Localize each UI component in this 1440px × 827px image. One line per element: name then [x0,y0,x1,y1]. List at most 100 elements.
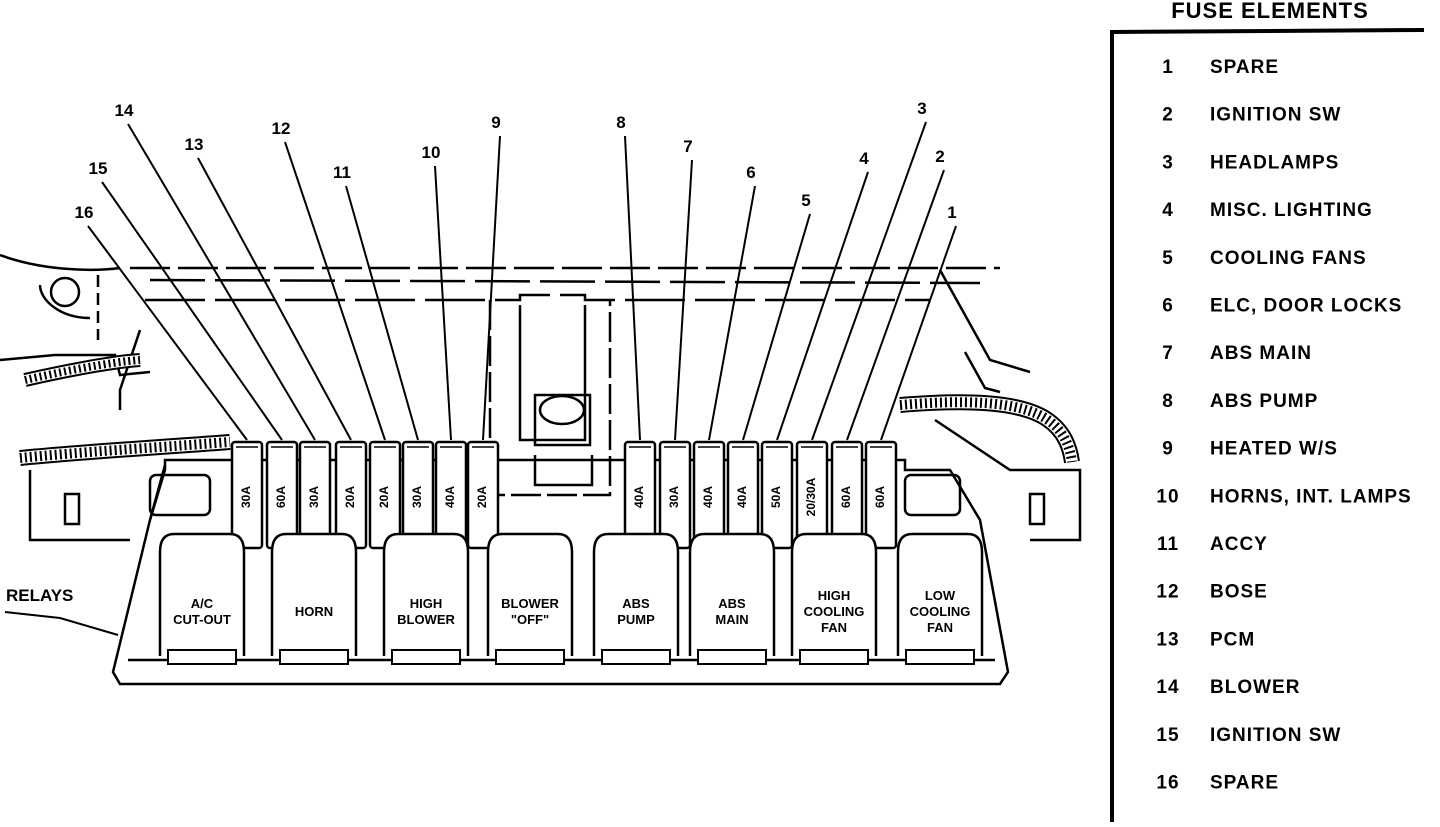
legend-item-label: BOSE [1210,582,1268,603]
fuse-callout: 8 [616,113,641,441]
fuse-rating: 60A [839,486,853,508]
fuse-callout-leader [708,185,756,441]
fuse-callout-number: 2 [935,147,944,166]
fuse-callout-number: 16 [75,203,94,222]
fuse-callout: 6 [708,163,756,441]
fuse: 40A [726,440,760,550]
fuse: 50A [760,440,794,550]
legend-item-label: IGNITION SW [1210,105,1341,126]
relay-label: LOW [925,588,956,603]
fuse: 30A [298,440,332,550]
relay-label: FAN [821,620,847,635]
fuse-body [466,440,500,550]
fuse: 60A [265,440,299,550]
fuse-callout-leader [811,121,927,441]
fuse-callout-number: 3 [917,99,926,118]
legend-item-label: SPARE [1210,57,1279,78]
fuse: 30A [230,440,264,550]
fuse-callout-leader [482,135,501,441]
fuse-callout-leader [846,169,945,441]
fuse-rating: 60A [873,486,887,508]
fuse-callout-number: 9 [491,113,500,132]
legend-item-number: 11 [1157,534,1179,555]
fuse-callout-number: 8 [616,113,625,132]
fuse-rating: 40A [632,486,646,508]
fuse-rating: 30A [667,486,681,508]
fuse-callout-number: 10 [422,143,441,162]
relays-callout: RELAYS [4,586,119,636]
relay-body [790,532,878,656]
legend-item-number: 9 [1162,439,1174,460]
fuse-rating: 30A [307,486,321,508]
legend-item-number: 15 [1156,725,1179,746]
relay-row: A/CCUT-OUTHORNHIGHBLOWERBLOWER"OFF"ABSPU… [158,532,984,665]
fuse: 30A [658,440,692,550]
fuse-callout-number: 15 [89,159,108,178]
fuse-rating: 20A [343,486,357,508]
fuse-rating: 20A [475,486,489,508]
relay-label: "OFF" [511,612,549,627]
relay-body [270,532,358,656]
relay-label: HORN [295,604,333,619]
legend-item-number: 7 [1162,343,1174,364]
fuse-callout-number: 11 [333,163,351,182]
fuse-callout-leader [880,225,957,441]
relay-label: COOLING [804,604,865,619]
fuse-callout-number: 6 [746,163,755,182]
relay-terminal [279,649,349,665]
fuse-callout: 14 [115,101,316,441]
legend-item-label: COOLING FANS [1210,248,1367,269]
fuse-callout: 13 [185,135,352,441]
legend-item-label: ACCY [1210,534,1268,555]
legend-item-label: MISC. LIGHTING [1210,200,1373,221]
wire-harness-right [899,394,1080,464]
fuse: 20A [466,440,500,550]
fuse: 60A [864,440,898,550]
relay-body [592,532,680,656]
legend-item: 1 SPARE [1162,57,1279,78]
legend-item-number: 16 [1156,773,1179,794]
fuse-callout: 15 [89,159,283,441]
legend-item-number: 10 [1156,486,1179,507]
fuse-callout-leader [197,157,352,441]
fuse-callout-number: 12 [272,119,291,138]
relay-label: HIGH [410,596,443,611]
relay-body [896,532,984,656]
fuse-callout: 2 [846,147,945,441]
fuse-callout: 11 [333,163,419,441]
fuse-callout-number: 1 [947,203,956,222]
relay-body [688,532,776,656]
fuse-rating: 40A [735,486,749,508]
legend-item-label: HEADLAMPS [1210,152,1339,173]
fuse-callout-number: 5 [801,191,810,210]
relay-label: PUMP [617,612,655,627]
fuse-callout: 5 [742,191,811,441]
fuse: 60A [830,440,864,550]
fuse: 40A [623,440,657,550]
relay-terminal [905,649,975,665]
legend-item-label: IGNITION SW [1210,725,1341,746]
legend-item-number: 1 [1162,57,1174,78]
wire-harness-left [19,353,231,466]
legend-item-number: 5 [1162,248,1174,269]
legend-item: 11 ACCY [1157,534,1268,555]
fuse-rating: 20/30A [804,477,818,516]
legend-top-rule [1111,28,1425,34]
fuse-callout-number: 14 [115,101,134,120]
fuse-callout-leader [776,171,869,441]
